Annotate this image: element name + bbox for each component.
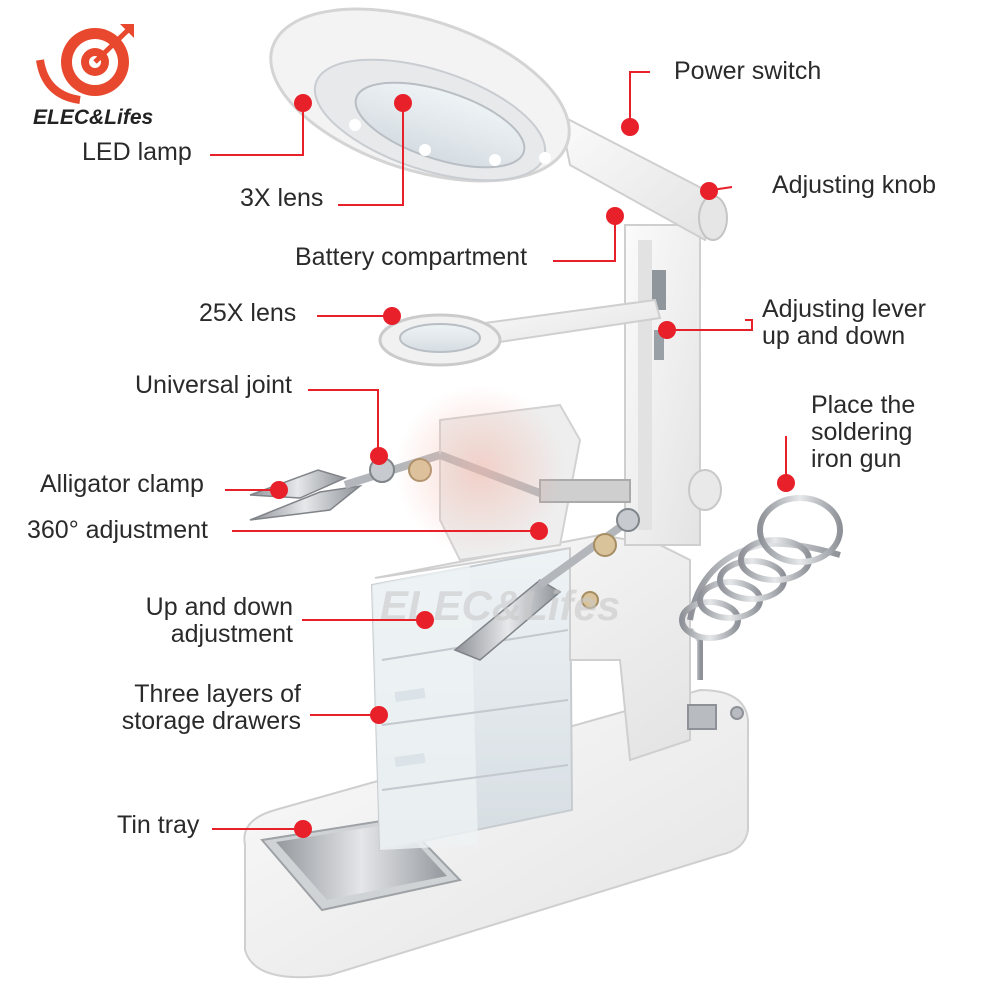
dot-tin-tray: [294, 820, 312, 838]
label-adjusting-lever-line2: up and down: [762, 322, 906, 350]
label-up-down-adjustment: Up and down adjustment: [120, 594, 293, 648]
label-adjusting-lever: Adjusting lever up and down: [762, 296, 926, 350]
label-adjusting-lever-line1: Adjusting lever: [762, 295, 926, 323]
dot-universal-joint: [370, 447, 388, 465]
label-soldering-holder-line1: Place the: [811, 391, 916, 419]
label-storage-drawers: Three layers of storage drawers: [100, 681, 301, 735]
label-up-down-line2: adjustment: [170, 620, 293, 648]
label-storage-drawers-line2: storage drawers: [121, 707, 301, 735]
label-storage-drawers-line1: Three layers of: [134, 680, 301, 708]
label-adjusting-knob: Adjusting knob: [772, 171, 937, 199]
dot-360-adjustment: [530, 522, 548, 540]
dot-soldering-holder: [777, 474, 795, 492]
label-soldering-holder: Place the soldering iron gun: [811, 392, 915, 473]
dot-up-down-adjustment: [416, 611, 434, 629]
label-universal-joint: Universal joint: [135, 371, 293, 399]
dot-adjusting-knob: [700, 182, 718, 200]
dot-storage-drawers: [370, 706, 388, 724]
dot-3x-lens: [394, 94, 412, 112]
label-soldering-holder-line2: soldering: [811, 418, 913, 446]
label-25x-lens: 25X lens: [199, 299, 297, 327]
callout-dots: [270, 94, 795, 838]
dot-led-lamp: [294, 94, 312, 112]
dot-power-switch: [621, 118, 639, 136]
base: [243, 688, 749, 979]
lens-25x: [378, 298, 662, 367]
lamp-head: [269, 7, 728, 242]
dot-battery-compartment: [606, 207, 624, 225]
label-tin-tray: Tin tray: [117, 811, 200, 839]
label-soldering-holder-line3: iron gun: [811, 445, 902, 473]
label-3x-lens: 3X lens: [240, 184, 324, 212]
brand-name: ELEC&Lifes: [33, 106, 154, 129]
callouts: [210, 71, 787, 830]
label-battery-compartment: Battery compartment: [295, 243, 528, 271]
dot-alligator-clamp: [270, 481, 288, 499]
label-up-down-line1: Up and down: [145, 593, 293, 621]
dot-25x-lens: [383, 307, 401, 325]
label-360-adjustment: 360° adjustment: [27, 516, 208, 544]
watermark: ELEC&Lifes: [380, 385, 620, 629]
target-arrow-icon: [36, 24, 134, 104]
label-led-lamp: LED lamp: [82, 138, 192, 166]
label-alligator-clamp: Alligator clamp: [40, 470, 204, 498]
label-power-switch: Power switch: [674, 57, 822, 85]
soldering-iron-holder: [679, 495, 843, 730]
watermark-text: ELEC&Lifes: [380, 582, 620, 629]
dot-adjusting-lever: [658, 321, 676, 339]
